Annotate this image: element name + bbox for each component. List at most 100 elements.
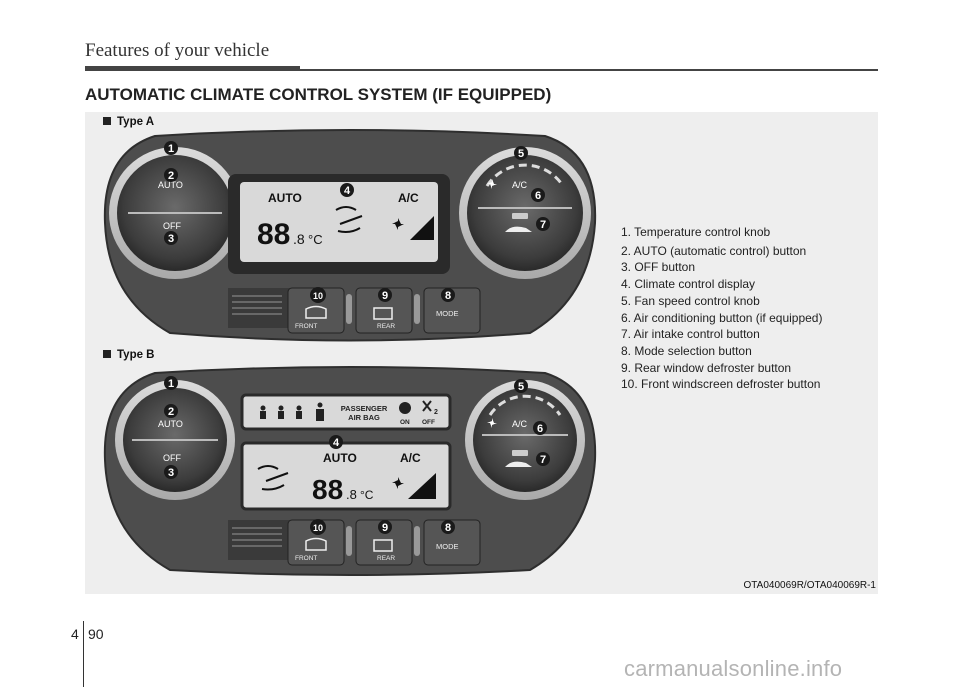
callout-7: 7 <box>540 219 546 231</box>
display-fan-icon <box>392 218 404 230</box>
section-title: AUTOMATIC CLIMATE CONTROL SYSTEM (IF EQU… <box>85 85 552 104</box>
type-b-text: Type B <box>117 349 155 361</box>
header-rule-thick <box>85 66 300 71</box>
legend-list: 1. Temperature control knob 2. AUTO (aut… <box>621 224 822 393</box>
passenger-airbag-display <box>240 393 452 431</box>
callout-9: 9 <box>382 522 388 534</box>
fan-level-bars <box>408 473 436 499</box>
callout-3: 3 <box>168 467 174 479</box>
rear-defrost-icon <box>373 539 393 552</box>
display-auto-text: AUTO <box>323 451 357 465</box>
display-temperature-decimal: .8 <box>346 487 357 502</box>
front-label: FRONT <box>295 323 317 330</box>
airbag-off-label: OFF <box>422 419 435 426</box>
mode-label: MODE <box>436 542 459 551</box>
auto-button-label[interactable]: AUTO <box>158 180 183 190</box>
rear-label: REAR <box>377 323 395 330</box>
callout-10: 10 <box>313 523 323 533</box>
fan-icon <box>487 418 497 428</box>
airbag-on-icon <box>399 402 411 414</box>
auto-button-label[interactable]: AUTO <box>158 419 183 429</box>
rear-defrost-button[interactable] <box>355 519 413 566</box>
display-fan-icon <box>392 477 404 489</box>
header-rule-thin <box>300 69 878 71</box>
legend-item: 2. AUTO (automatic control) button <box>621 243 807 258</box>
mode-button[interactable] <box>423 287 481 334</box>
airbag-off-icon <box>422 400 432 412</box>
header-title: Features of your vehicle <box>85 40 270 61</box>
off-button-label[interactable]: OFF <box>163 221 181 231</box>
mode-button[interactable] <box>423 519 481 566</box>
callout-4: 4 <box>333 437 340 449</box>
legend-item: 5. Fan speed control knob <box>621 293 760 308</box>
airbag-on-label: ON <box>400 419 410 426</box>
callouts-type-a: 1 2 3 4 5 6 7 8 9 10 <box>164 141 550 303</box>
display-temperature-decimal: .8 <box>293 231 305 247</box>
callout-2: 2 <box>168 170 174 182</box>
car-recirculation-icon[interactable] <box>505 461 532 467</box>
legend-item: 10. Front windscreen defroster button <box>621 377 821 392</box>
legend-item: 4. Climate control display <box>621 277 756 292</box>
climate-panel-type-b: A/C AUTO OFF PASSENGER AIR BAG ON 2 OFF … <box>103 366 597 576</box>
callout-3: 3 <box>168 233 174 245</box>
intake-indicator-icon <box>512 450 528 456</box>
rear-defrost-button[interactable] <box>355 287 413 334</box>
callout-8: 8 <box>445 290 451 302</box>
airbag-off-number: 2 <box>434 409 438 416</box>
legend-item: 1. Temperature control knob <box>621 225 771 239</box>
type-a-text: Type A <box>117 116 155 128</box>
display-temperature-digits: 88 <box>312 474 343 505</box>
callout-8: 8 <box>445 522 451 534</box>
rear-defrost-icon <box>373 307 393 320</box>
car-recirculation-icon[interactable] <box>505 226 532 232</box>
callout-5: 5 <box>518 148 524 160</box>
callout-10: 10 <box>313 291 323 301</box>
fan-level-bars <box>410 216 434 240</box>
windshield-airflow-icon <box>335 206 363 233</box>
callouts-type-b: 1 2 3 4 5 6 7 8 9 10 <box>164 376 550 535</box>
passenger-airbag-line1: PASSENGER <box>341 404 388 413</box>
legend-item: 7. Air intake control button <box>621 327 760 342</box>
legend-item: 6. Air conditioning button (if equipped) <box>621 310 823 325</box>
callout-1: 1 <box>168 378 174 390</box>
fan-speed-control-knob[interactable] <box>473 388 577 492</box>
fan-icon <box>487 179 497 189</box>
page-divider <box>83 621 84 687</box>
bullet-square-icon <box>103 117 111 125</box>
front-label: FRONT <box>295 555 317 562</box>
legend-item: 9. Rear window defroster button <box>621 360 792 375</box>
display-ac-text: A/C <box>400 451 421 465</box>
windshield-airflow-icon <box>257 465 289 491</box>
bullet-square-icon <box>103 350 111 358</box>
climate-display <box>240 182 438 262</box>
climate-display <box>240 441 452 511</box>
off-button-label[interactable]: OFF <box>163 453 181 463</box>
ac-knob-label: A/C <box>512 180 528 190</box>
figure-code: OTA040069R/OTA040069R-1 <box>743 580 876 591</box>
rear-label: REAR <box>377 555 395 562</box>
display-temperature-digits: 88 <box>257 218 290 251</box>
climate-panel-type-a: A/C AUTO OFF AUTO A/C 88 .8 °C FRONT REA… <box>103 129 597 342</box>
passenger-airbag-line2: AIR BAG <box>348 413 380 422</box>
callout-4: 4 <box>344 185 351 197</box>
callout-7: 7 <box>540 454 546 466</box>
front-defrost-icon <box>305 537 327 551</box>
display-ac-text: A/C <box>398 191 419 205</box>
front-defrost-icon <box>305 305 327 319</box>
mode-label: MODE <box>436 309 459 318</box>
callout-9: 9 <box>382 290 388 302</box>
chapter-number: 4 <box>71 626 79 642</box>
callout-6: 6 <box>537 423 543 435</box>
callout-2: 2 <box>168 406 174 418</box>
ac-knob-label: A/C <box>512 419 528 429</box>
callout-5: 5 <box>518 381 524 393</box>
page-number: 90 <box>88 626 104 642</box>
callout-6: 6 <box>535 190 541 202</box>
intake-indicator-icon <box>512 213 528 219</box>
type-a-label: Type A <box>103 116 154 128</box>
watermark: carmanualsonline.info <box>624 656 843 681</box>
callout-1: 1 <box>168 143 174 155</box>
legend-item: 3. OFF button <box>621 260 696 275</box>
display-temperature-unit: °C <box>308 232 323 247</box>
type-b-label: Type B <box>103 349 155 361</box>
